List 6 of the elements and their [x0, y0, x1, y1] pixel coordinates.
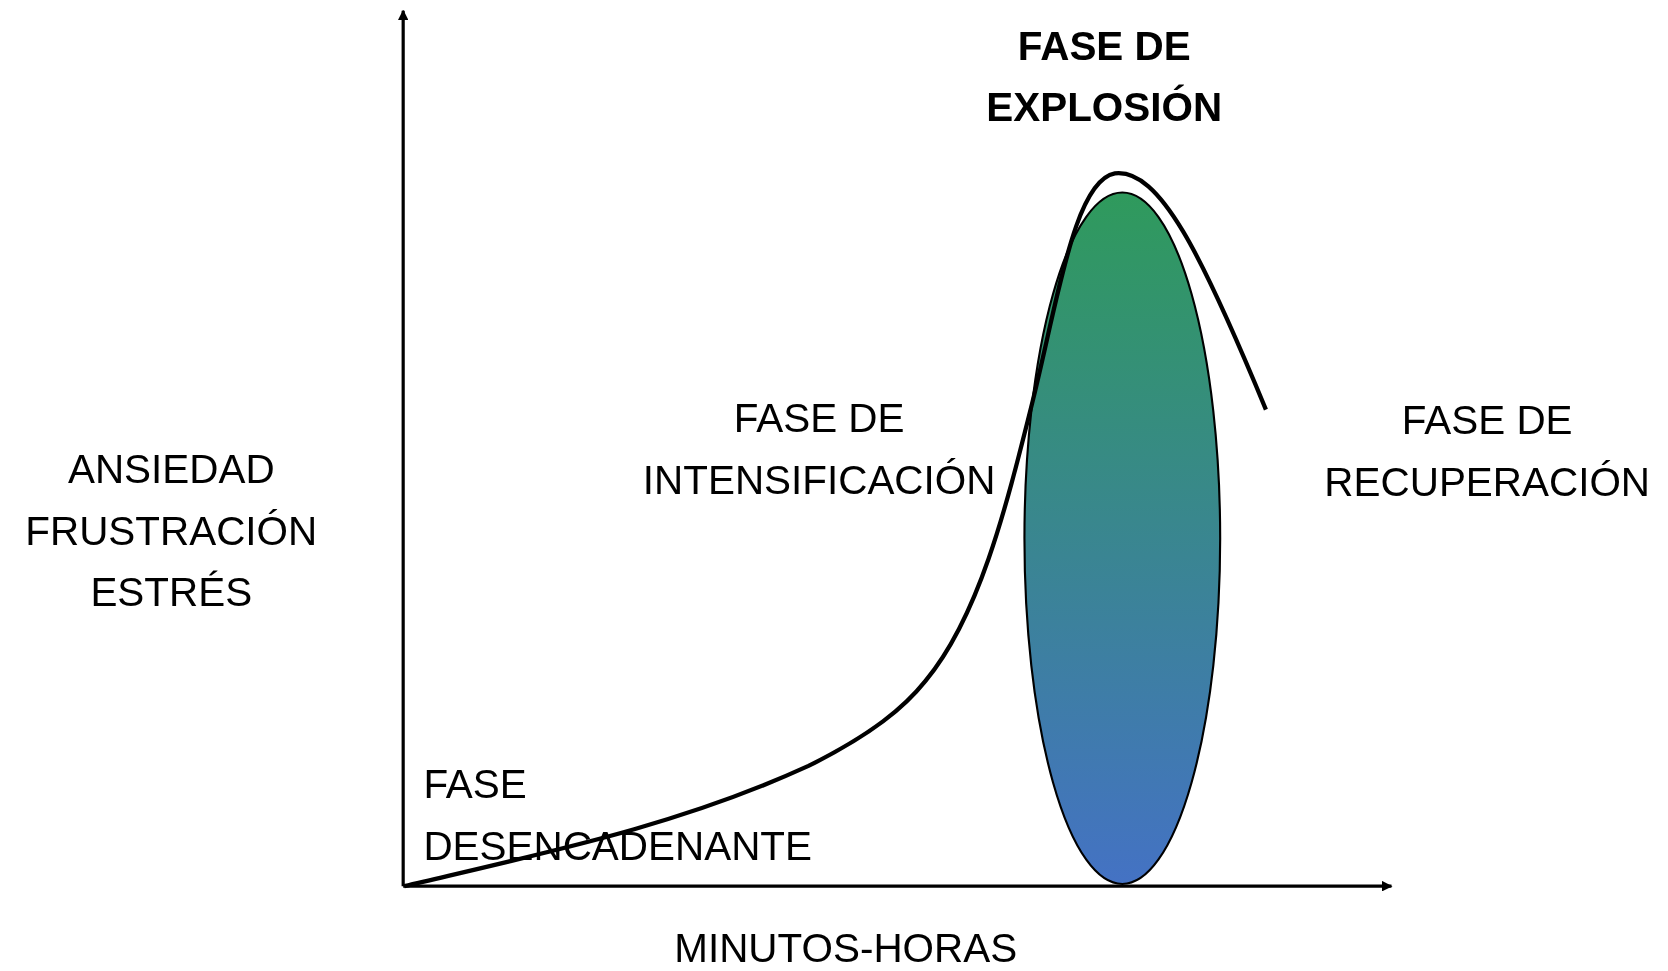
y-axis-label: ANSIEDAD FRUSTRACIÓN ESTRÉS — [24, 445, 319, 617]
x-axis-label: MINUTOS-HORAS — [673, 924, 1019, 971]
gradient-ellipse — [1023, 191, 1222, 886]
phase-label: FASE DE RECUPERACIÓN — [1323, 396, 1652, 507]
phase-label: FASE DE EXPLOSIÓN — [985, 22, 1224, 132]
phase-label: FASE DE INTENSIFICACIÓN — [641, 394, 997, 505]
